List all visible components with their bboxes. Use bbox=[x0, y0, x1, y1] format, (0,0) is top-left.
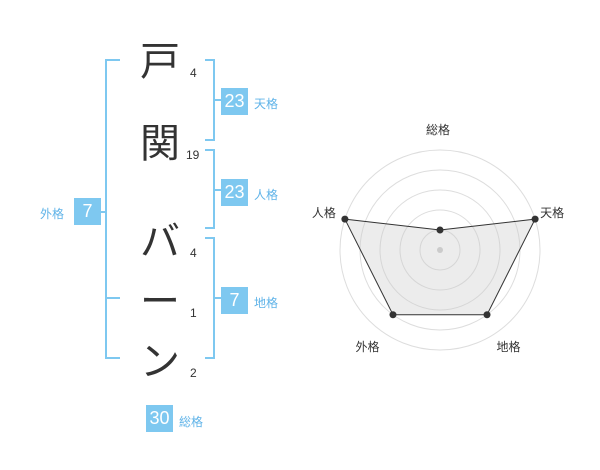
name-char-1: 戸 bbox=[140, 39, 180, 85]
name-char-5: ン bbox=[140, 339, 180, 385]
radar-axis-label-0: 総格 bbox=[426, 123, 451, 137]
radar-point-1 bbox=[531, 215, 539, 223]
stroke-count-2: 19 bbox=[186, 148, 200, 162]
stroke-count-3: 4 bbox=[190, 246, 197, 260]
gaikaku-value-box: 7 bbox=[74, 198, 101, 225]
radar-series-area bbox=[344, 218, 536, 316]
radar-point-4 bbox=[341, 215, 349, 223]
name-char-2: 関 bbox=[140, 121, 180, 167]
radar-axis-label-3: 外格 bbox=[355, 340, 380, 355]
radar-center bbox=[437, 247, 443, 253]
stroke-count-4: 1 bbox=[190, 306, 197, 320]
stroke-count-1: 4 bbox=[190, 66, 197, 80]
radar-ring-2 bbox=[399, 209, 481, 291]
soukaku-value-box: 30 bbox=[146, 405, 173, 432]
chikaku-label: 地格 bbox=[254, 296, 279, 310]
radar-axis-label-1: 天格 bbox=[540, 205, 565, 220]
name-char-3: バ bbox=[140, 219, 180, 265]
stroke-count-5: 2 bbox=[190, 366, 197, 380]
radar-point-0 bbox=[436, 226, 444, 234]
radar-point-2 bbox=[483, 311, 491, 319]
soukaku-label: 総格 bbox=[179, 415, 204, 429]
name-char-4: ー bbox=[140, 279, 180, 325]
radar-axis-label-4: 人格 bbox=[311, 205, 336, 220]
tenkaku-label: 天格 bbox=[254, 97, 279, 111]
radar-point-3 bbox=[389, 311, 397, 319]
chikaku-value-box: 7 bbox=[221, 287, 248, 314]
radar-ring-3 bbox=[379, 189, 501, 311]
gaikaku-label: 外格 bbox=[40, 207, 65, 221]
radar-ring-5 bbox=[339, 149, 541, 351]
gaikaku-bracket bbox=[105, 59, 120, 359]
radar-axis-label-2: 地格 bbox=[496, 340, 521, 355]
jinkaku-value-box: 23 bbox=[221, 179, 248, 206]
tenkaku-value-box: 23 bbox=[221, 88, 248, 115]
jinkaku-label: 人格 bbox=[254, 188, 279, 202]
